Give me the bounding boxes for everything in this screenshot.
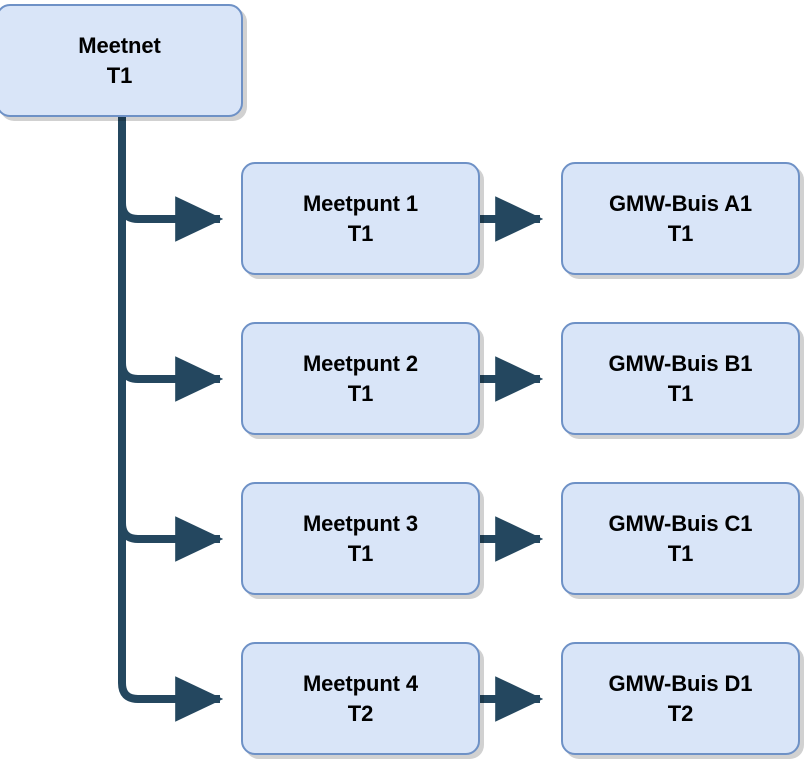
node-gmw-buis-b1-label-line1: GMW-Buis B1 <box>608 351 753 377</box>
node-meetpunt-1-label-line1: Meetpunt 1 <box>302 191 419 217</box>
node-gmw-buis-b1[interactable]: GMW-Buis B1 T1 <box>561 322 800 435</box>
node-meetnet[interactable]: Meetnet T1 <box>0 4 243 117</box>
node-gmw-buis-d1[interactable]: GMW-Buis D1 T2 <box>561 642 800 755</box>
node-gmw-buis-c1-label-line1: GMW-Buis C1 <box>608 511 753 537</box>
node-meetpunt-3[interactable]: Meetpunt 3 T1 <box>241 482 480 595</box>
node-meetnet-label-line1: Meetnet <box>78 33 161 59</box>
node-gmw-buis-a1-label-line1: GMW-Buis A1 <box>608 191 753 217</box>
node-meetpunt-1[interactable]: Meetpunt 1 T1 <box>241 162 480 275</box>
node-gmw-buis-c1[interactable]: GMW-Buis C1 T1 <box>561 482 800 595</box>
node-meetpunt-4-label-line2: T2 <box>347 700 374 726</box>
node-meetpunt-1-label-line2: T1 <box>347 220 374 246</box>
node-gmw-buis-d1-label-line2: T2 <box>667 700 694 726</box>
node-meetpunt-2-label-line1: Meetpunt 2 <box>302 351 419 377</box>
node-gmw-buis-b1-label-line2: T1 <box>667 380 694 406</box>
branch-connector-2 <box>118 356 224 402</box>
node-meetpunt-3-label-line2: T1 <box>347 540 374 566</box>
branch-connector-1 <box>118 196 224 242</box>
node-meetpunt-4[interactable]: Meetpunt 4 T2 <box>241 642 480 755</box>
node-gmw-buis-d1-label-line1: GMW-Buis D1 <box>608 671 753 697</box>
branch-connector-4 <box>118 676 224 722</box>
node-gmw-buis-a1[interactable]: GMW-Buis A1 T1 <box>561 162 800 275</box>
node-meetpunt-2[interactable]: Meetpunt 2 T1 <box>241 322 480 435</box>
node-meetpunt-4-label-line1: Meetpunt 4 <box>302 671 419 697</box>
node-gmw-buis-c1-label-line2: T1 <box>667 540 694 566</box>
node-meetpunt-2-label-line2: T1 <box>347 380 374 406</box>
node-meetpunt-3-label-line1: Meetpunt 3 <box>302 511 419 537</box>
node-gmw-buis-a1-label-line2: T1 <box>667 220 694 246</box>
node-meetnet-label-line2: T1 <box>106 62 133 88</box>
branch-connector-3 <box>118 516 224 562</box>
